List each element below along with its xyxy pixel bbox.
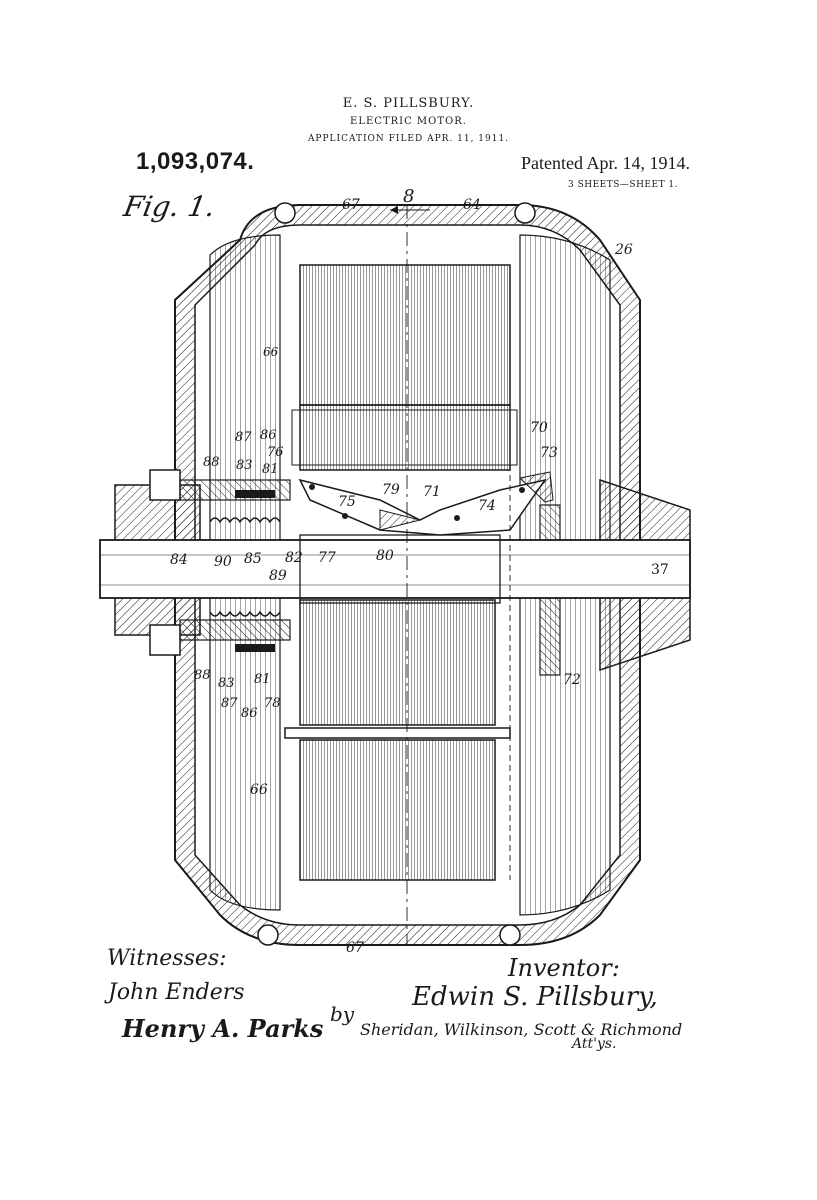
ref-74: 74 — [478, 498, 496, 514]
ref-82: 82 — [285, 550, 303, 566]
field-core-top — [291, 264, 518, 471]
ref-87-top: 87 — [235, 430, 252, 445]
ref-66-bot: 66 — [250, 782, 268, 798]
ref-79: 79 — [382, 482, 400, 498]
attorneys-signature: Sheridan, Wilkinson, Scott & Richmond — [360, 1020, 683, 1039]
ref-80: 80 — [376, 548, 394, 564]
ref-73: 73 — [540, 445, 558, 461]
patented-date: Patented Apr. 14, 1914. — [521, 153, 690, 173]
inventor-name-header: E. S. PILLSBURY. — [342, 96, 475, 111]
ref-66-top: 66 — [263, 345, 279, 359]
ref-70: 70 — [530, 420, 548, 436]
ref-85: 85 — [244, 551, 262, 567]
by-label: by — [330, 1002, 355, 1026]
shaft — [99, 534, 691, 604]
patent-title: ELECTRIC MOTOR. — [350, 116, 467, 127]
ref-86-top: 86 — [260, 428, 277, 443]
ref-88-bot: 88 — [194, 668, 211, 683]
governor-mechanism — [298, 471, 554, 536]
ref-37: 37 — [651, 562, 669, 578]
ref-67-bot: 67 — [346, 940, 364, 956]
attorneys-suffix: Att'ys. — [572, 1036, 617, 1052]
inventor-label: Inventor: — [508, 954, 620, 982]
ref-26: 26 — [615, 242, 633, 258]
ref-88-top: 88 — [203, 455, 220, 470]
ref-76: 76 — [267, 445, 284, 460]
ref-75: 75 — [338, 494, 356, 510]
ref-84: 84 — [170, 552, 188, 568]
witness-2-signature: Henry A. Parks — [122, 1014, 324, 1043]
witnesses-label: Witnesses: — [107, 946, 227, 971]
ref-78: 78 — [264, 696, 281, 711]
field-core-bottom — [284, 599, 511, 881]
ref-81-bot: 81 — [254, 672, 271, 687]
ref-83-top: 83 — [236, 458, 253, 473]
section-line — [390, 205, 511, 945]
ref-86-bot: 86 — [241, 706, 258, 721]
ref-67-top: 67 — [342, 197, 360, 213]
ref-90: 90 — [214, 554, 232, 570]
witness-1-signature: John Enders — [108, 980, 245, 1005]
ref-89: 89 — [269, 568, 287, 584]
ref-72: 72 — [563, 672, 581, 688]
inventor-signature: Edwin S. Pillsbury, — [412, 982, 658, 1012]
ref-87-bot: 87 — [221, 696, 238, 711]
ref-81-top: 81 — [262, 462, 279, 477]
ref-83-bot: 83 — [218, 676, 235, 691]
sheet-number: 3 SHEETS—SHEET 1. — [568, 180, 679, 190]
ref-77: 77 — [318, 550, 336, 566]
patent-number: 1,093,074. — [136, 148, 255, 175]
application-filed: APPLICATION FILED APR. 11, 1911. — [307, 134, 510, 144]
ref-71: 71 — [423, 484, 441, 500]
section-mark: 8 — [403, 186, 415, 207]
ref-64: 64 — [463, 197, 481, 213]
